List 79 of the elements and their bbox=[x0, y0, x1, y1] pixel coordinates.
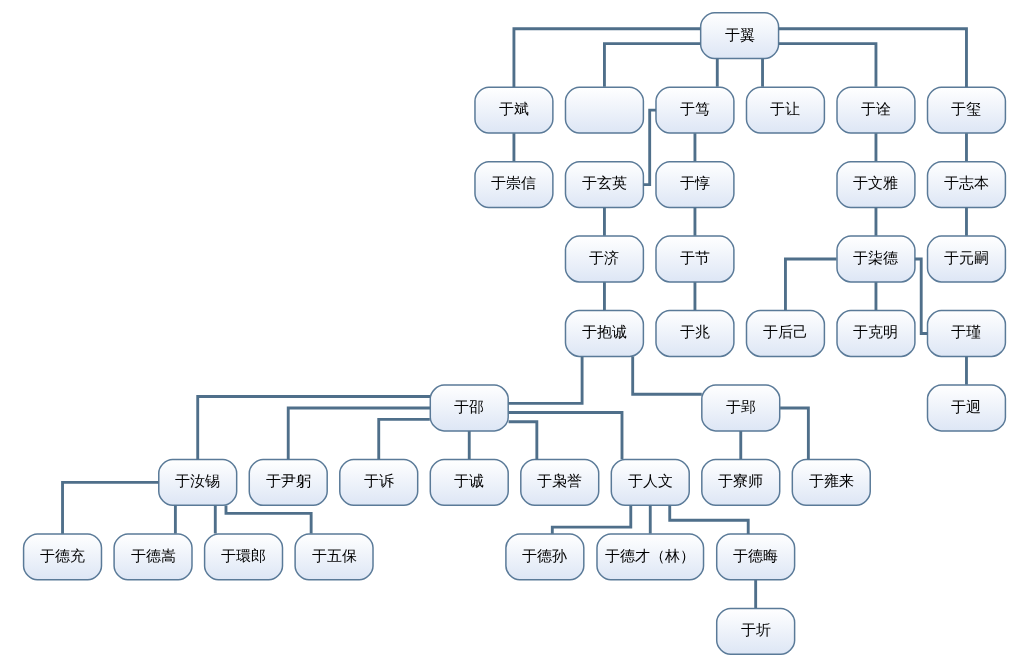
node-box: 于让 bbox=[745, 86, 826, 134]
connector bbox=[739, 431, 743, 460]
connector bbox=[213, 505, 217, 534]
node-box: 于惇 bbox=[655, 160, 735, 209]
node-box: 于斌 bbox=[474, 86, 554, 134]
node-box: 于雍来 bbox=[791, 458, 871, 507]
node-box: 于汝锡 bbox=[158, 458, 238, 507]
connector bbox=[874, 207, 878, 236]
node-box: 于德嵩 bbox=[113, 533, 193, 581]
connector bbox=[508, 420, 539, 460]
connector bbox=[512, 133, 516, 162]
connector bbox=[668, 505, 750, 534]
connector bbox=[914, 257, 928, 335]
node-box: 于克明 bbox=[836, 309, 916, 358]
node-box: 于五保 bbox=[294, 533, 374, 581]
node-box: 于志本 bbox=[926, 160, 1007, 209]
node-box: 于德孙 bbox=[505, 533, 585, 581]
node-box: 于翼 bbox=[699, 11, 780, 60]
node-box: 于文雅 bbox=[836, 160, 916, 209]
node-box: 于環郎 bbox=[203, 533, 284, 581]
connector bbox=[631, 356, 702, 396]
connector bbox=[377, 418, 430, 460]
connector bbox=[643, 108, 656, 186]
node-box: 于圻 bbox=[715, 607, 796, 656]
node-box: 于后己 bbox=[745, 309, 826, 358]
connector bbox=[286, 406, 430, 460]
node-box: 于诉 bbox=[339, 458, 419, 507]
connector bbox=[778, 27, 968, 87]
node-box: 于笃 bbox=[655, 86, 735, 134]
node-box: 于迥 bbox=[926, 384, 1007, 432]
node-box: 于寮师 bbox=[701, 458, 781, 507]
connector bbox=[784, 257, 837, 311]
connector bbox=[761, 58, 764, 87]
connector bbox=[965, 207, 968, 236]
node-box: 于崇信 bbox=[474, 160, 554, 209]
connector bbox=[508, 356, 584, 405]
connector bbox=[550, 505, 633, 534]
node-box: 于柒德 bbox=[836, 235, 916, 283]
connector bbox=[224, 505, 313, 534]
node-box: 于玺 bbox=[926, 86, 1007, 134]
node-box: 于德晦 bbox=[715, 533, 796, 581]
connector bbox=[778, 42, 878, 87]
connector bbox=[874, 282, 878, 311]
node-box: 于德才（林） bbox=[596, 533, 705, 581]
node-box: 于瑾 bbox=[926, 309, 1007, 358]
connector bbox=[715, 58, 719, 87]
connector bbox=[693, 207, 697, 236]
connector bbox=[693, 133, 697, 162]
node-box: 于元嗣 bbox=[926, 235, 1007, 283]
node-box: 于玄英 bbox=[564, 160, 645, 209]
connector bbox=[508, 411, 624, 460]
node-box: 于郢 bbox=[701, 384, 781, 432]
node-box: 于德充 bbox=[22, 533, 103, 581]
connector bbox=[173, 505, 177, 534]
connector bbox=[874, 133, 878, 162]
node-box bbox=[564, 86, 645, 134]
connector bbox=[512, 27, 701, 87]
node-box: 于尹躬 bbox=[248, 458, 328, 507]
connector bbox=[754, 580, 758, 608]
connector bbox=[780, 406, 810, 460]
connector bbox=[965, 133, 968, 162]
node-box: 于人文 bbox=[610, 458, 690, 507]
connector bbox=[693, 282, 697, 311]
connector bbox=[648, 505, 652, 534]
node-box: 于节 bbox=[655, 235, 735, 283]
connector bbox=[61, 481, 159, 534]
connector bbox=[467, 431, 471, 460]
connector bbox=[965, 356, 968, 385]
node-box: 于济 bbox=[564, 235, 645, 283]
connector bbox=[196, 395, 431, 460]
node-box: 于抱诚 bbox=[564, 309, 645, 358]
node-box: 于枭誉 bbox=[520, 458, 600, 507]
node-box: 于邵 bbox=[429, 384, 509, 432]
node-box: 于诚 bbox=[429, 458, 509, 507]
node-box: 于兆 bbox=[655, 309, 735, 358]
connector bbox=[603, 207, 606, 236]
connector bbox=[603, 42, 701, 87]
node-box: 于诠 bbox=[836, 86, 916, 134]
connector bbox=[603, 282, 606, 311]
